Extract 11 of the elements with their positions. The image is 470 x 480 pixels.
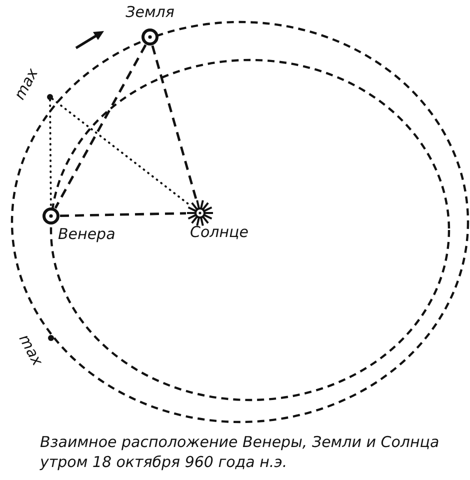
dashed-line [60,212,186,218]
body-label: Земля [126,3,174,21]
body-label: Венера [58,225,116,243]
caption: Взаимное расположение Венеры, Земли и Солнца утром 18 октября 960 года н.э. [40,432,440,472]
body-label: Солнце [190,223,248,241]
dashed-line [151,45,198,200]
dotted-line [51,98,190,206]
point-label: max [15,331,47,369]
point-label: max [10,65,42,103]
dotted-line [49,99,52,208]
dashed-line [54,44,147,209]
